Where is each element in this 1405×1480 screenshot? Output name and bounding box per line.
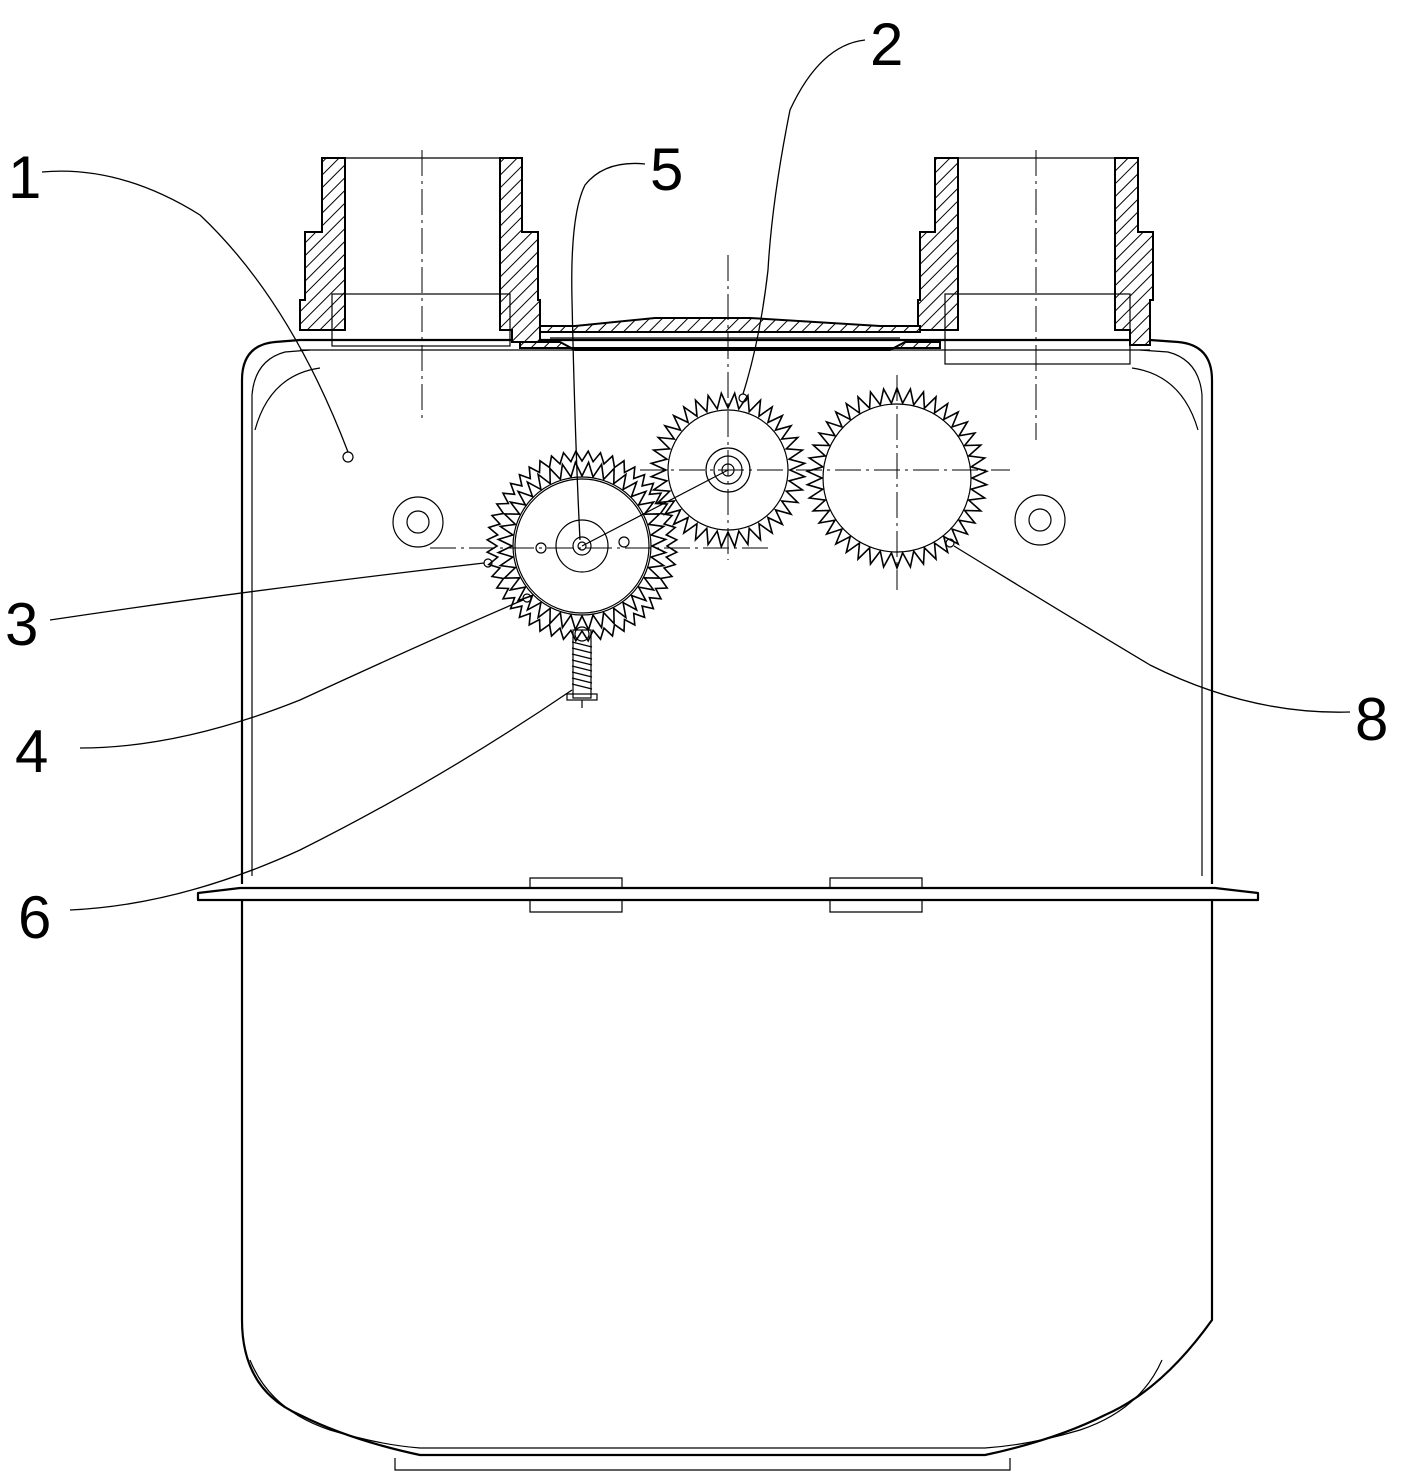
spring-coil: [571, 671, 593, 678]
left-mounting-boss: [392, 496, 444, 548]
left-pipe-fitting: [299, 150, 541, 420]
callout-labels: 1 2 3 4 5 6 8: [5, 11, 1388, 951]
right-mounting-boss: [1014, 494, 1066, 546]
leader-3: [49, 562, 485, 621]
gear-left-inner-rim: [512, 476, 652, 616]
callout-2: 2: [870, 11, 903, 78]
leader-2: [742, 39, 866, 395]
leader-6: [69, 689, 573, 911]
mid-flange: [196, 877, 1260, 913]
left-gear-hub: [430, 478, 770, 614]
callout-1: 1: [8, 144, 41, 211]
spring-coil: [571, 641, 593, 648]
spring-coil: [571, 659, 593, 666]
callout-6: 6: [18, 884, 51, 951]
housing-point-marker: [342, 451, 354, 463]
right-pipe-fitting: [917, 150, 1154, 440]
callout-5: 5: [650, 136, 683, 203]
spring-coil: [571, 683, 593, 690]
spring-coil: [571, 647, 593, 654]
middle-gear-hub: [581, 255, 1010, 560]
lower-housing: [240, 900, 1214, 1471]
leader-1: [41, 170, 349, 453]
leader-lines: [41, 39, 1351, 911]
leader-8: [953, 545, 1351, 713]
spring-coil: [571, 653, 593, 660]
callout-4: 4: [15, 718, 48, 785]
leader-4: [79, 599, 524, 749]
leader-5: [571, 162, 646, 541]
spring-coil: [571, 665, 593, 672]
spring-coil: [571, 677, 593, 684]
spring-detent: [566, 626, 598, 708]
callout-8: 8: [1355, 686, 1388, 753]
callout-3: 3: [5, 591, 38, 658]
top-cover-plate: [519, 317, 941, 351]
